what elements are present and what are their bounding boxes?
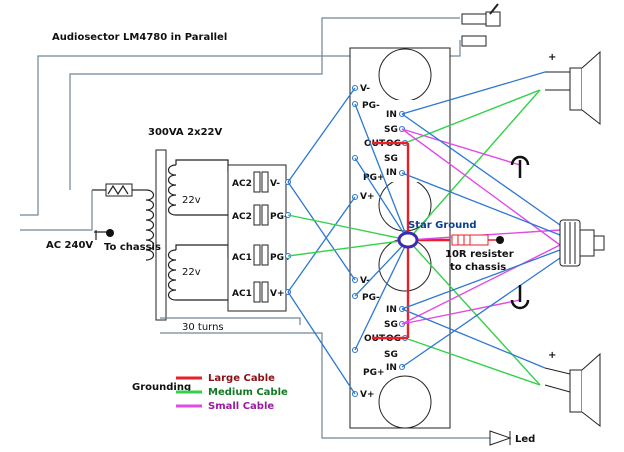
rectifier-caps [253,171,269,303]
pin-rb-in: IN [386,305,397,315]
supply-wire-vplus-top [287,196,356,293]
resistor-label-1: 10R resister [445,249,514,260]
winding-bottom-label: 22v [182,267,201,278]
supply-wire-vminus-top [287,87,356,183]
pin-lb-v-minus: V- [360,276,370,286]
speaker-bottom-plus: + [548,350,556,361]
input-jack-bottom[interactable] [510,285,530,310]
speaker-top [545,50,601,126]
ground-small-sg-top [401,128,561,246]
input-connector[interactable] [559,219,605,267]
legend: Grounding Large Cable Medium Cable Small… [132,373,288,412]
ground-medium-og-top [404,89,541,144]
pin-lb-pg-plus: PG+ [363,368,385,378]
speaker-bottom [544,352,601,428]
diagram-title: Audiosector LM4780 in Parallel [52,32,227,43]
resistor-label-2: to chassis [450,262,506,273]
led-label: Led [515,434,535,445]
star-ground [397,231,419,249]
rect-term-ac2b: AC2 [232,212,252,222]
pin-rb-in2: IN [386,363,397,373]
supply-wire-vplus-bot [287,291,356,395]
transformer [145,149,229,321]
supply-v-minus: V- [270,179,280,189]
pin-rt-in: IN [386,110,397,120]
speaker-top-plus: + [548,52,556,63]
ac-input-wire [20,190,93,231]
speaker-wire-bot [401,308,546,369]
rect-term-ac1b: AC1 [232,289,252,299]
pin-lt-v-minus: V- [360,84,370,94]
rect-term-ac1a: AC1 [232,253,252,263]
winding-top-label: 22v [182,195,201,206]
ground-medium-pgplus [287,239,409,257]
power-switch[interactable] [461,3,501,47]
supply-pg-minus: PG- [270,212,288,222]
pin-lt-pg-minus: PG- [362,101,380,111]
pin-rt-sg: SG [384,125,398,135]
resistor-10r [451,234,504,246]
pin-lb-pg-minus: PG- [362,293,380,303]
supply-wire-pgplus-bot [354,239,409,351]
ground-small-sg2-top [401,128,521,166]
ground-small-sg-bot [401,244,561,325]
ground-medium-og-bot [404,337,541,386]
pin-lt-v-plus: V+ [360,192,375,202]
pin-rt-sg2: SG [384,154,398,164]
ground-medium-spk-bot [407,239,541,386]
turns-label: 30 turns [182,322,224,333]
chassis-label: To chassis [104,242,161,253]
signal-in-top [401,113,561,226]
chassis-ground-dot [106,229,114,237]
rect-term-ac2a: AC2 [232,179,252,189]
supply-v-plus: V+ [270,289,285,299]
supply-wire-pg-bot [354,239,409,297]
ground-medium-pgminus [287,214,409,241]
ac-input-label: AC 240V [46,240,93,251]
legend-item-medium: Medium Cable [208,387,288,398]
legend-item-small: Small Cable [208,401,274,412]
signal-in-top2 [401,172,561,236]
mains-wire-2 [69,17,460,190]
transformer-rating: 300VA 2x22V [148,127,222,138]
supply-pg-plus: PG+ [270,253,292,263]
mains-wire-1 [20,40,461,216]
pin-lb-v-plus: V+ [360,390,375,400]
led-wire [160,317,490,439]
pin-lt-pg-plus: PG+ [363,173,385,183]
legend-title: Grounding [132,382,191,393]
input-jack-top[interactable] [510,155,530,178]
supply-wire-pg-top [354,103,409,241]
signal-in-bot2 [401,257,561,368]
led [489,430,512,446]
pin-rb-sg: SG [384,320,398,330]
fuse [92,183,146,197]
speaker-wire-top [401,71,546,115]
supply-wire-pgplus-top [354,157,409,241]
supply-wire-vminus-bot [287,181,356,281]
ground-small-sg2-bot [401,299,521,325]
signal-in-bot [401,249,561,310]
legend-item-large: Large Cable [208,373,275,384]
star-ground-label: Star Ground [408,220,477,231]
pin-rt-in2: IN [386,168,397,178]
pin-rb-sg2: SG [384,350,398,360]
chip-bottom [372,292,438,374]
